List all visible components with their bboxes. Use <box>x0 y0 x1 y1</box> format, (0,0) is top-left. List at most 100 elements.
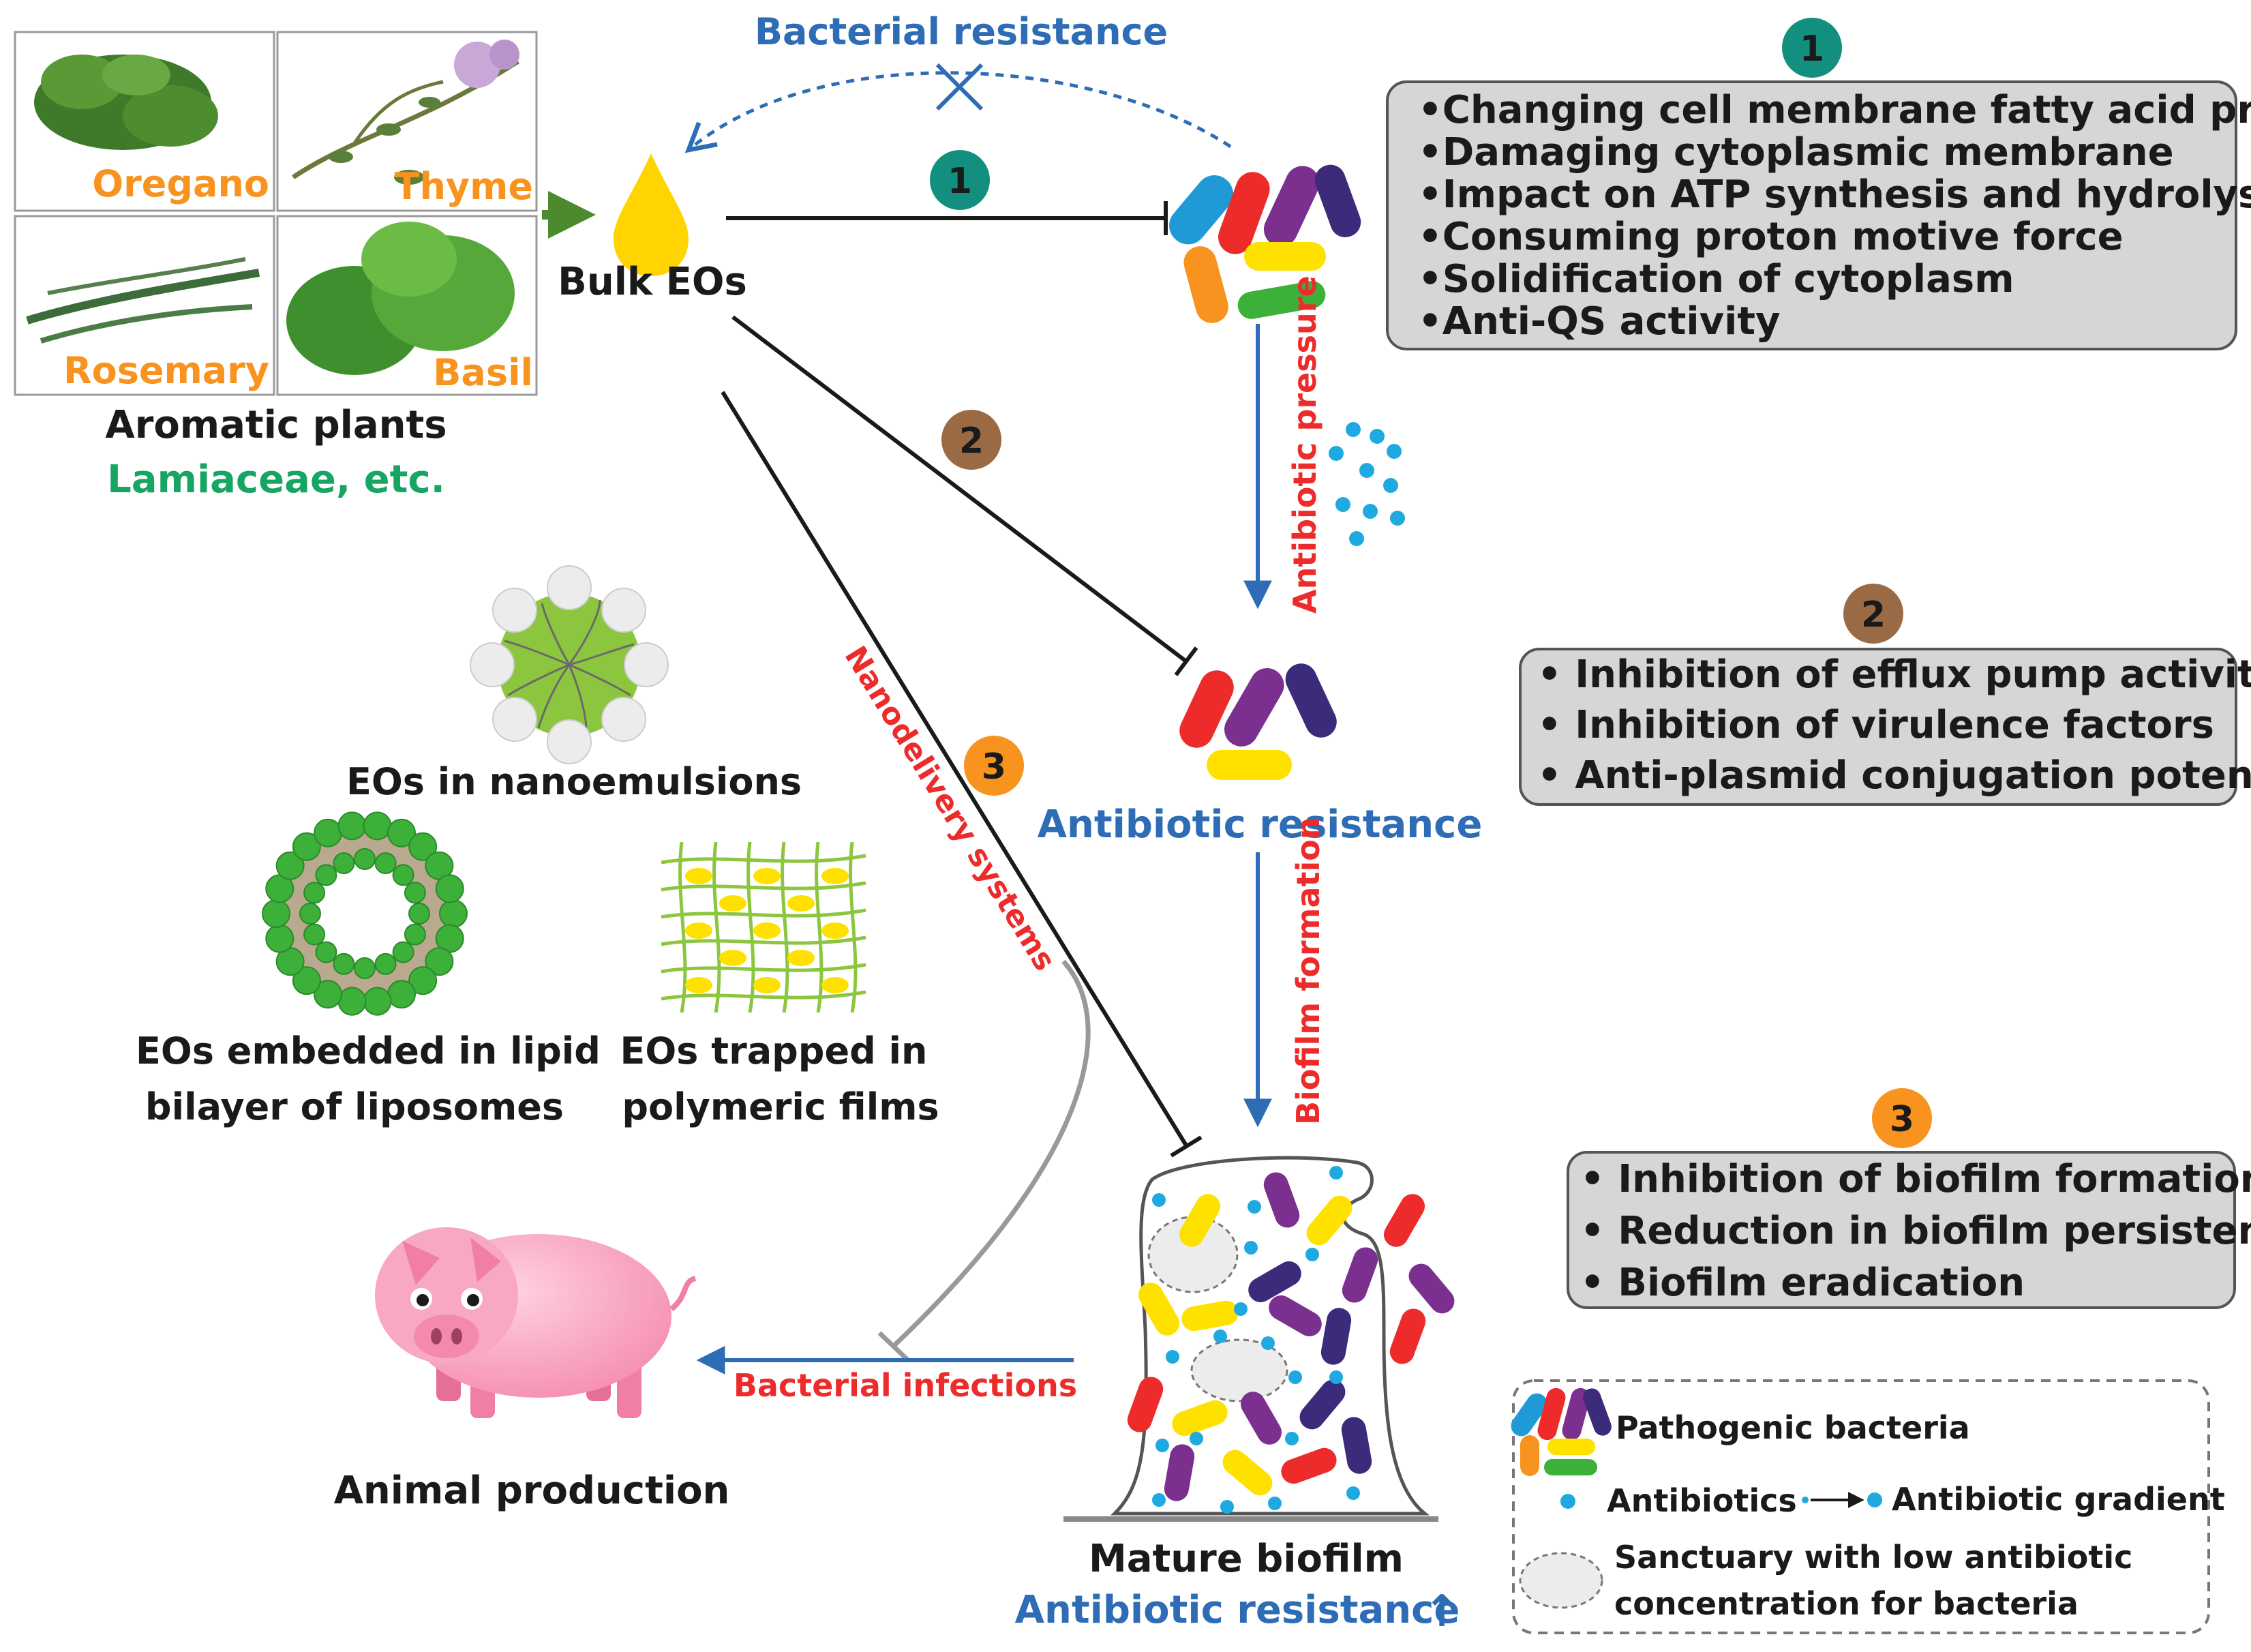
antibiotic-dot <box>1152 1193 1166 1207</box>
lipid-bead <box>387 980 417 1009</box>
mechanism-box-2: 2 • Inhibition of efflux pump activity •… <box>1519 584 2251 806</box>
sanctuary-zone <box>1190 1338 1288 1402</box>
antibiotic-dot <box>1285 1432 1299 1445</box>
bulk-eos: Bulk EOs <box>558 153 747 304</box>
box1-item: •Impact on ATP synthesis and hydrolysis <box>1418 172 2251 217</box>
lipid-bead <box>408 966 438 995</box>
box1-item: •Consuming proton motive force <box>1418 215 2124 259</box>
liposome-label-line1: EOs embedded in lipid <box>136 1030 601 1072</box>
lipid-bead <box>439 899 468 928</box>
mechanism-box-1: 1 •Changing cell membrane fatty acid pro… <box>1386 18 2251 350</box>
biofilm-bacterium <box>1342 1247 1378 1303</box>
box3-item: • Reduction in biofilm persistence <box>1580 1209 2251 1253</box>
lipid-bead <box>374 852 397 875</box>
lipid-bead <box>354 848 376 870</box>
film-label-line1: EOs trapped in <box>620 1030 928 1072</box>
antibiotic-dot <box>1190 1432 1203 1445</box>
legend-bacteria-icon <box>1511 1387 1612 1476</box>
biofilm-bacterium <box>1164 1444 1195 1501</box>
liposome-icon <box>262 811 468 1016</box>
box1-item: •Changing cell membrane fatty acid profi… <box>1418 88 2251 132</box>
bacteria-cluster-top <box>1169 164 1361 323</box>
biofilm-bacterium <box>1179 1194 1220 1247</box>
antibiotic-dot <box>1268 1497 1282 1510</box>
box3-item: • Biofilm eradication <box>1580 1261 2025 1305</box>
biofilm-bacterium <box>1408 1263 1455 1314</box>
legend-gradient-arrow <box>1802 1492 1882 1508</box>
plant-family-label: Lamiaceae, etc. <box>107 457 445 502</box>
box1-item: •Solidification of cytoplasm <box>1418 257 2014 301</box>
antibiotic-pressure-label: Antibiotic pressure <box>1286 275 1323 614</box>
box2-item: • Inhibition of efflux pump activity <box>1537 652 2251 697</box>
mature-biofilm <box>1063 1156 1455 1522</box>
lipid-bead <box>303 882 326 904</box>
box2-item: • Anti-plasmid conjugation potential <box>1537 753 2251 798</box>
antibiotic-dot <box>1166 1350 1179 1364</box>
lipid-bead <box>262 899 290 928</box>
biofilm-bacterium <box>1263 1172 1300 1228</box>
film-label-line2: polymeric films <box>622 1085 939 1128</box>
antibiotic-dot <box>1305 1248 1319 1261</box>
antibiotic-dot <box>1213 1330 1227 1343</box>
eo-droplet-icon <box>614 153 689 276</box>
biofilm-formation-label: Biofilm formation <box>1290 817 1327 1125</box>
legend-gradient-label: Antibiotic gradient <box>1892 1481 2225 1518</box>
lipid-bead <box>363 811 392 841</box>
lipid-bead <box>354 957 376 979</box>
lipid-bead <box>392 941 414 963</box>
legend-antibiotics-label: Antibiotics <box>1607 1482 1797 1519</box>
biofilm-resistance-label: Antibiotic resistance <box>1015 1588 1460 1632</box>
biofilm-bacterium <box>1222 1450 1273 1496</box>
lipid-bead <box>337 987 367 1016</box>
lipid-bead <box>315 864 337 886</box>
lipid-bead <box>265 924 294 953</box>
biofilm-bacterium <box>1281 1447 1337 1484</box>
biofilm-bacterium <box>1248 1261 1301 1302</box>
inhibition-lines <box>721 201 1203 1158</box>
antibiotic-dot <box>1329 1370 1343 1384</box>
biofilm-bacterium <box>1384 1194 1425 1247</box>
rosemary-panel: Rosemary <box>14 215 275 396</box>
antibiotic-dot <box>1288 1370 1302 1384</box>
biofilm-bacterium <box>1172 1400 1228 1437</box>
antibiotic-dot <box>1244 1241 1258 1255</box>
box1-item: •Anti-QS activity <box>1418 299 1781 344</box>
lipid-bead <box>425 947 454 976</box>
polymeric-film-icon <box>661 841 866 1013</box>
biofilm-bacterium <box>1320 1308 1352 1365</box>
lipid-bead <box>374 952 397 975</box>
box3-item: • Inhibition of biofilm formation <box>1580 1157 2251 1201</box>
lipid-bead <box>404 882 426 904</box>
svg-text:2: 2 <box>1861 595 1886 635</box>
svg-text:3: 3 <box>982 747 1006 787</box>
badge-line-2: 2 <box>941 410 1001 470</box>
liposome-label-line2: bilayer of liposomes <box>145 1085 564 1128</box>
lipid-bead <box>387 818 417 847</box>
thyme-panel: Thyme <box>276 31 538 212</box>
basil-label: Basil <box>433 351 533 394</box>
legend-sanctuary-line2: concentration for bacteria <box>1614 1585 2079 1622</box>
inhibit-line-3 <box>721 391 1188 1147</box>
antibiotic-dot <box>1329 1166 1343 1180</box>
biofilm-bacterium <box>1269 1295 1322 1336</box>
lipid-bead <box>292 966 321 995</box>
thyme-label: Thyme <box>395 165 533 208</box>
lipid-bead <box>292 832 321 861</box>
inhibit-line-2 <box>731 315 1188 663</box>
legend-sanctuary-line1: Sanctuary with low antibiotic <box>1614 1539 2132 1576</box>
nanoemulsion-label: EOs in nanoemulsions <box>346 760 802 803</box>
legend-antibiotic-dot <box>1560 1494 1575 1509</box>
lipid-bead <box>363 987 392 1016</box>
biofilm-bacterium <box>1389 1308 1426 1364</box>
lipid-bead <box>408 832 438 861</box>
antibiotic-dot <box>1248 1200 1261 1214</box>
bacterial-infections-label: Bacterial infections <box>734 1367 1077 1404</box>
bacterial-resistance-label: Bacterial resistance <box>755 10 1168 53</box>
badge-line-1: 1 <box>930 150 990 210</box>
antibiotic-dot <box>1220 1500 1234 1514</box>
lipid-bead <box>337 811 367 841</box>
lipid-bead <box>313 818 342 847</box>
bacteria-cluster-middle <box>1179 663 1337 780</box>
